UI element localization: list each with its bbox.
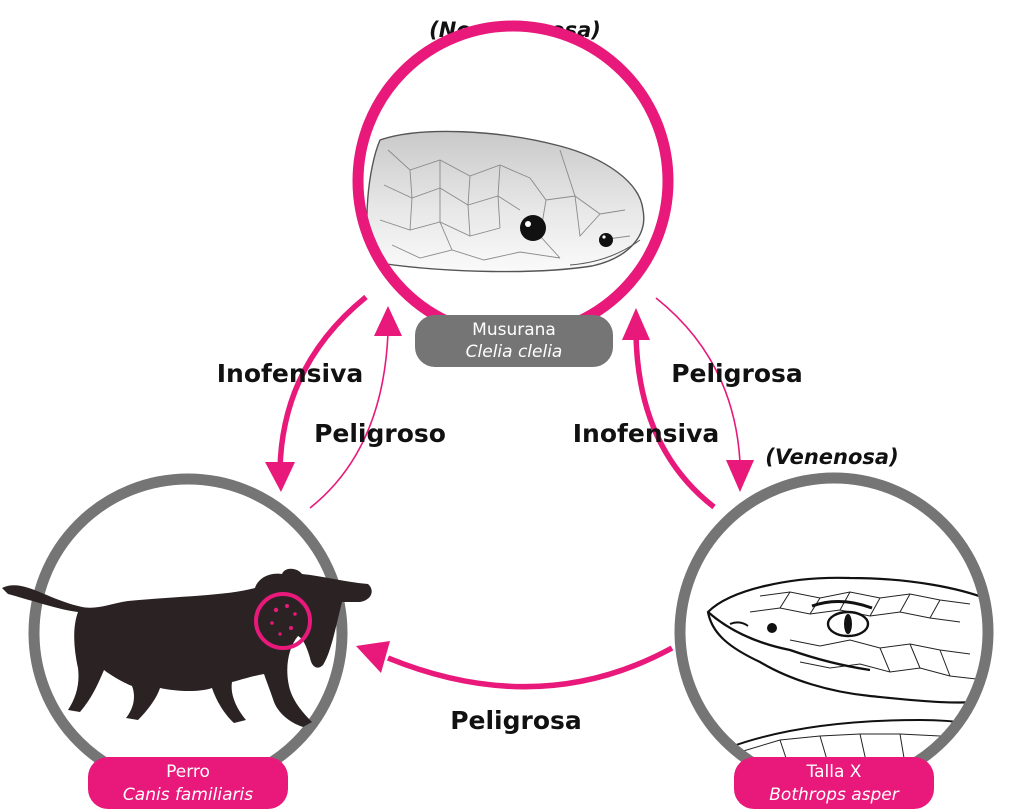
perro-name-pill: [88, 757, 288, 809]
arrow-musurana-to-talla-x: [655, 297, 754, 492]
label-perro-to-musurana: Peligroso: [314, 419, 446, 448]
status-venenosa: (Venenosa): [765, 445, 898, 469]
arrow-perro-to-musurana: [309, 306, 402, 509]
node-perro: Perro Canis familiaris: [2, 473, 372, 809]
node-talla-x: (Venenosa): [674, 445, 994, 809]
node-musurana: (No venenosa): [352, 18, 674, 367]
label-musurana-to-talla-x: Peligrosa: [671, 359, 803, 388]
bite-mark-icon: [254, 592, 312, 650]
snake-head-icon: [366, 130, 645, 273]
arrow-talla-x-to-perro: [356, 641, 674, 690]
label-talla-x-to-perro: Peligrosa: [450, 706, 582, 735]
perro-common-name: Perro: [166, 762, 210, 782]
perro-scientific-name: Canis familiaris: [123, 785, 253, 805]
talla-x-common-name: Talla X: [806, 762, 862, 782]
bite-dots-icon: [270, 604, 297, 636]
talla-x-scientific-name: Bothrops asper: [769, 785, 899, 805]
musurana-scientific-name: Clelia clelia: [466, 342, 563, 362]
musurana-common-name: Musurana: [472, 320, 556, 340]
label-talla-x-to-musurana: Inofensiva: [573, 419, 720, 448]
label-musurana-to-perro: Inofensiva: [217, 359, 364, 388]
musurana-name-pill: [415, 315, 613, 367]
arrow-talla-x-to-musurana: [622, 308, 716, 510]
dog-silhouette-icon: [2, 568, 372, 727]
talla-x-name-pill: [734, 757, 934, 809]
arrow-musurana-to-perro: [265, 294, 368, 492]
